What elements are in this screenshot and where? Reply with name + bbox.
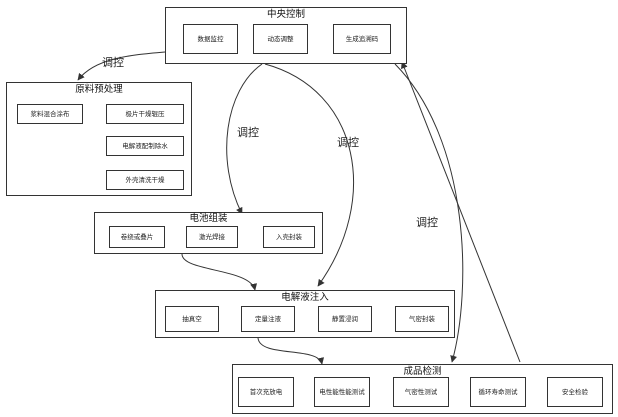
arrow-central-to-assembly bbox=[226, 63, 263, 215]
node-trace-code: 生成追溯码 bbox=[333, 24, 391, 54]
node-cycle-life-test: 循环寿命测试 bbox=[470, 377, 526, 407]
central-control-title: 中央控制 bbox=[266, 9, 305, 20]
pretreat-title: 原料预处理 bbox=[75, 84, 123, 95]
node-slurry-coating: 浆料混合涂布 bbox=[17, 104, 83, 124]
node-winding: 卷绕或叠片 bbox=[109, 226, 165, 248]
node-airtight-test: 气密性测试 bbox=[393, 377, 449, 407]
node-soaking: 静置浸润 bbox=[318, 306, 372, 332]
arrow-inspection-to-central bbox=[401, 61, 521, 363]
assembly-title: 电池组装 bbox=[189, 213, 228, 224]
arrow-electrolyte-to-inspection bbox=[257, 337, 325, 365]
node-dynamic-adjust: 动态调整 bbox=[253, 24, 308, 54]
node-drying-rolling: 极片干燥辊压 bbox=[106, 104, 184, 124]
arrow-central-to-electrolyte bbox=[264, 63, 355, 287]
arrow-assembly-to-electrolyte bbox=[181, 253, 257, 291]
node-laser-welding: 激光焊接 bbox=[186, 226, 238, 248]
control-label-inspection: 调控 bbox=[416, 215, 438, 229]
electrolyte-title: 电解液注入 bbox=[281, 292, 329, 303]
control-label-assembly: 调控 bbox=[237, 125, 259, 139]
control-label-pretreat: 调控 bbox=[102, 55, 124, 69]
arrow-central-to-inspection bbox=[394, 63, 464, 363]
node-casing: 入壳封装 bbox=[263, 226, 315, 248]
node-safety-check: 安全检验 bbox=[547, 377, 603, 407]
arrow-central-to-pretreat bbox=[77, 51, 166, 81]
node-vacuum: 抽真空 bbox=[165, 306, 219, 332]
node-first-charge: 首次充放电 bbox=[238, 377, 294, 407]
node-shell-cleaning: 外壳清洗干燥 bbox=[106, 170, 184, 190]
node-airtight-seal: 气密封装 bbox=[395, 306, 449, 332]
inspection-title: 成品检测 bbox=[403, 366, 442, 377]
control-label-electrolyte: 调控 bbox=[337, 135, 359, 149]
node-dosing: 定量注液 bbox=[241, 306, 295, 332]
node-data-monitor: 数据监控 bbox=[183, 24, 238, 54]
node-electrical-test: 电性能性能测试 bbox=[314, 377, 370, 407]
node-electrolyte-prep: 电解液配制除水 bbox=[106, 136, 184, 156]
